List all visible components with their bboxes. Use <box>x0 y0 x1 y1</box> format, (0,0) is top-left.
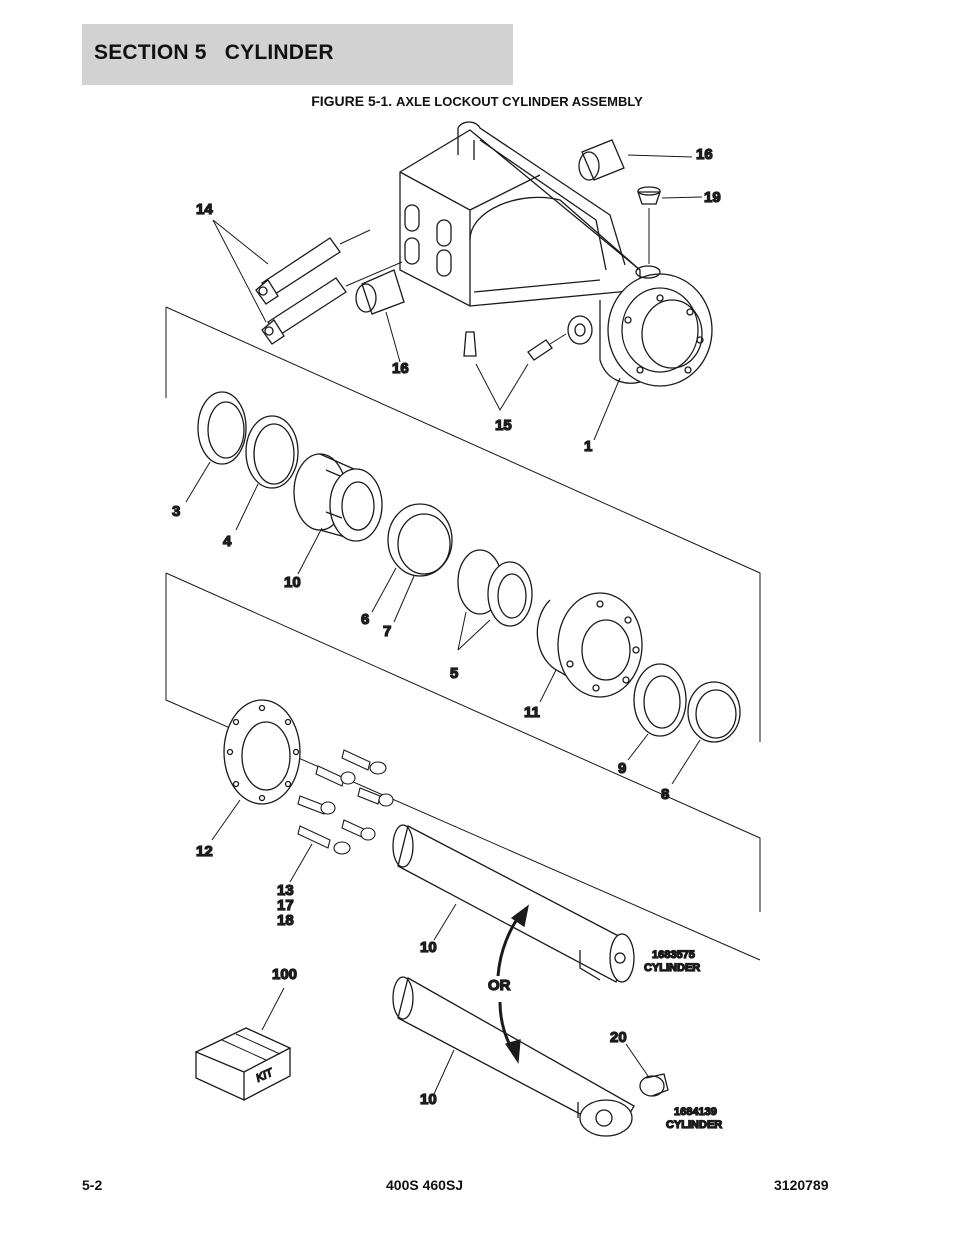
callout-3: 3 <box>172 503 180 520</box>
callout-19: 19 <box>704 189 721 206</box>
variant-1-name: CYLINDER <box>644 962 700 974</box>
footer-doc-number: 3120789 <box>774 1177 829 1193</box>
callout-16-bottom: 16 <box>392 360 409 377</box>
callout-15: 15 <box>495 417 512 434</box>
figure-label: FIGURE 5-1. <box>311 93 393 109</box>
variant-2-number: 1684139 <box>674 1106 717 1118</box>
piston <box>293 453 383 542</box>
section-title: SECTION 5 CYLINDER <box>94 41 334 64</box>
kit-label: KIT <box>254 1066 276 1084</box>
callout-7: 7 <box>383 623 391 640</box>
or-label: OR <box>488 977 511 994</box>
ring-3 <box>197 391 247 465</box>
cylinder-head <box>536 592 643 698</box>
callout-16-top: 16 <box>696 146 713 163</box>
pressure-fittings <box>255 229 403 345</box>
callout-10-rod-1: 10 <box>420 939 437 956</box>
callout-9: 9 <box>618 760 626 777</box>
section-header-band <box>82 24 513 85</box>
callout-10-rod-2: 10 <box>420 1091 437 1108</box>
callout-6: 6 <box>361 611 369 628</box>
callout-12: 12 <box>196 843 213 860</box>
callout-17: 17 <box>277 897 294 914</box>
cylinder-housing <box>399 121 713 387</box>
mounting-plate <box>223 699 301 805</box>
callout-14: 14 <box>196 201 213 218</box>
footer-page-number: 5-2 <box>82 1177 103 1193</box>
callout-100: 100 <box>272 966 297 983</box>
callout-13: 13 <box>277 882 294 899</box>
callout-1: 1 <box>584 438 592 455</box>
rod-1683575 <box>392 824 635 983</box>
callout-8: 8 <box>661 786 669 803</box>
variant-1-number: 1683575 <box>652 949 695 961</box>
figure-caption: AXLE LOCKOUT CYLINDER ASSEMBLY <box>396 94 643 109</box>
ring-6 <box>387 503 453 577</box>
footer-model: 400S 460SJ <box>386 1177 464 1193</box>
callout-11: 11 <box>524 704 540 721</box>
callout-18: 18 <box>277 912 294 929</box>
bolts <box>297 749 394 855</box>
callout-10-piston: 10 <box>284 574 301 591</box>
kit-box <box>194 1027 292 1102</box>
callout-20: 20 <box>610 1029 627 1046</box>
figure-title: FIGURE 5-1. AXLE LOCKOUT CYLINDER ASSEMB… <box>0 93 954 109</box>
callout-4: 4 <box>223 533 232 550</box>
rod-1684139 <box>392 976 635 1137</box>
callout-5: 5 <box>450 665 458 682</box>
variant-2-name: CYLINDER <box>666 1119 722 1131</box>
bushings <box>355 139 625 315</box>
